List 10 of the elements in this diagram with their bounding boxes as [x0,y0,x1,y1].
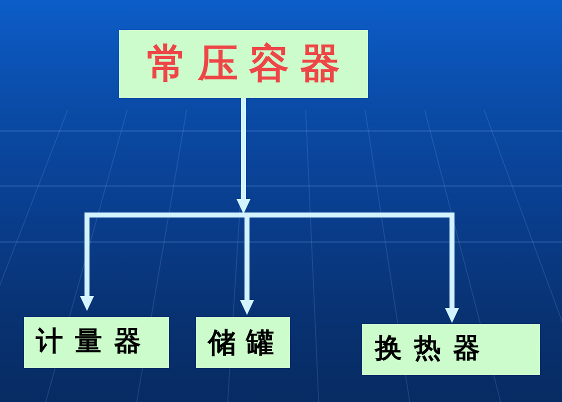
arrow [236,98,250,214]
process-box [119,30,368,98]
box-label: 计量器 [36,328,153,357]
box-label: 储罐 [208,328,284,358]
process-box [362,324,540,375]
arrow [80,212,244,311]
process-box [196,317,290,368]
box-label: 常压容器 [147,43,351,85]
process-box [24,317,169,368]
box-label: 换热器 [375,335,492,364]
